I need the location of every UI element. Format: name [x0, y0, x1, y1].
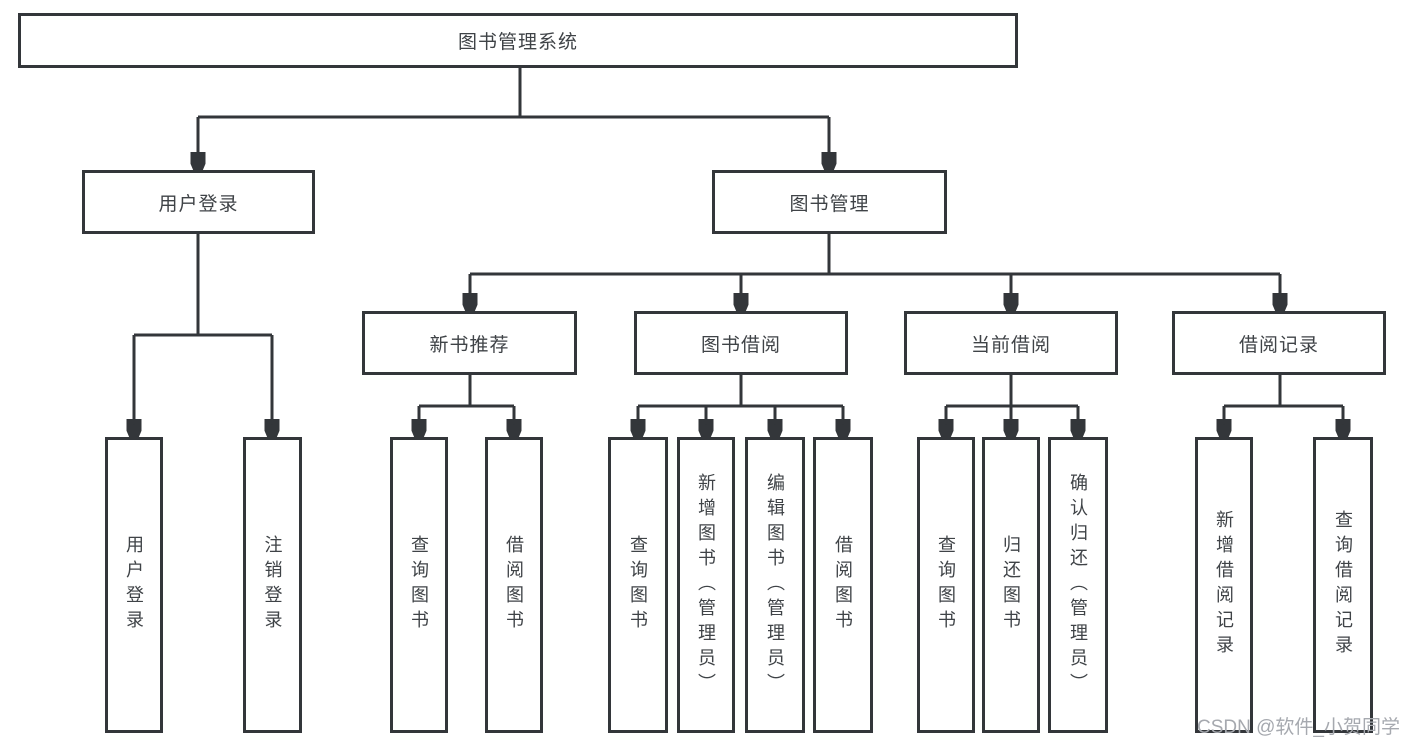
leaf-query-borrow-record-label: 查询借阅记录	[1333, 510, 1353, 660]
leaf-add-book-admin-label: 新增图书（管理员）	[696, 472, 716, 698]
node-current-borrow-label: 当前借阅	[970, 334, 1051, 356]
leaf-user-login-label: 用户登录	[124, 535, 144, 635]
leaf-user-login: 用户登录	[105, 437, 163, 733]
node-book-borrow: 图书借阅	[634, 311, 848, 375]
leaf-return-book: 归还图书	[982, 437, 1040, 733]
leaf-borrow-books-recommend-label: 借阅图书	[504, 535, 524, 635]
leaf-confirm-return-admin-label: 确认归还（管理员）	[1068, 472, 1088, 698]
node-user-login-label: 用户登录	[158, 193, 239, 215]
branch-book-management	[470, 234, 1280, 276]
leaf-query-books-borrow: 查询图书	[608, 437, 668, 733]
branch-root	[198, 68, 829, 119]
node-root-system-label: 图书管理系统	[457, 32, 578, 53]
branch-current-borrow	[946, 375, 1078, 408]
leaf-add-borrow-record-label: 新增借阅记录	[1214, 510, 1234, 660]
leaf-return-book-label: 归还图书	[1001, 535, 1021, 635]
leaf-confirm-return-admin: 确认归还（管理员）	[1048, 437, 1108, 733]
node-borrow-records-label: 借阅记录	[1238, 334, 1319, 356]
leaf-edit-book-admin: 编辑图书（管理员）	[745, 437, 805, 733]
leaf-borrow-books-borrow-label: 借阅图书	[833, 535, 853, 635]
node-root-system: 图书管理系统	[18, 13, 1018, 68]
leaf-query-books-recommend: 查询图书	[390, 437, 448, 733]
node-user-login: 用户登录	[82, 170, 315, 234]
node-borrow-records: 借阅记录	[1172, 311, 1386, 375]
leaf-query-books-recommend-label: 查询图书	[409, 535, 429, 635]
leaf-query-books-current: 查询图书	[917, 437, 975, 733]
node-new-book-recommend: 新书推荐	[362, 311, 577, 375]
node-book-management-label: 图书管理	[789, 193, 870, 215]
node-book-borrow-label: 图书借阅	[700, 334, 781, 356]
leaf-logout: 注销登录	[243, 437, 302, 733]
branch-borrow-records	[1224, 375, 1343, 408]
branch-user-login	[134, 234, 272, 337]
csdn-watermark: CSDN @软件_小贺同学	[1197, 717, 1400, 738]
leaf-add-borrow-record: 新增借阅记录	[1195, 437, 1253, 733]
leaf-borrow-books-recommend: 借阅图书	[485, 437, 543, 733]
branch-new-book-recommend	[419, 375, 514, 408]
leaf-edit-book-admin-label: 编辑图书（管理员）	[765, 472, 785, 698]
leaf-query-borrow-record: 查询借阅记录	[1313, 437, 1373, 733]
leaf-query-books-borrow-label: 查询图书	[628, 535, 648, 635]
node-new-book-recommend-label: 新书推荐	[429, 334, 510, 356]
leaf-query-books-current-label: 查询图书	[936, 535, 956, 635]
leaf-borrow-books-borrow: 借阅图书	[813, 437, 873, 733]
leaf-logout-label: 注销登录	[262, 535, 283, 635]
leaf-add-book-admin: 新增图书（管理员）	[677, 437, 735, 733]
node-book-management: 图书管理	[712, 170, 947, 234]
branch-book-borrow	[638, 375, 843, 408]
node-current-borrow: 当前借阅	[904, 311, 1118, 375]
